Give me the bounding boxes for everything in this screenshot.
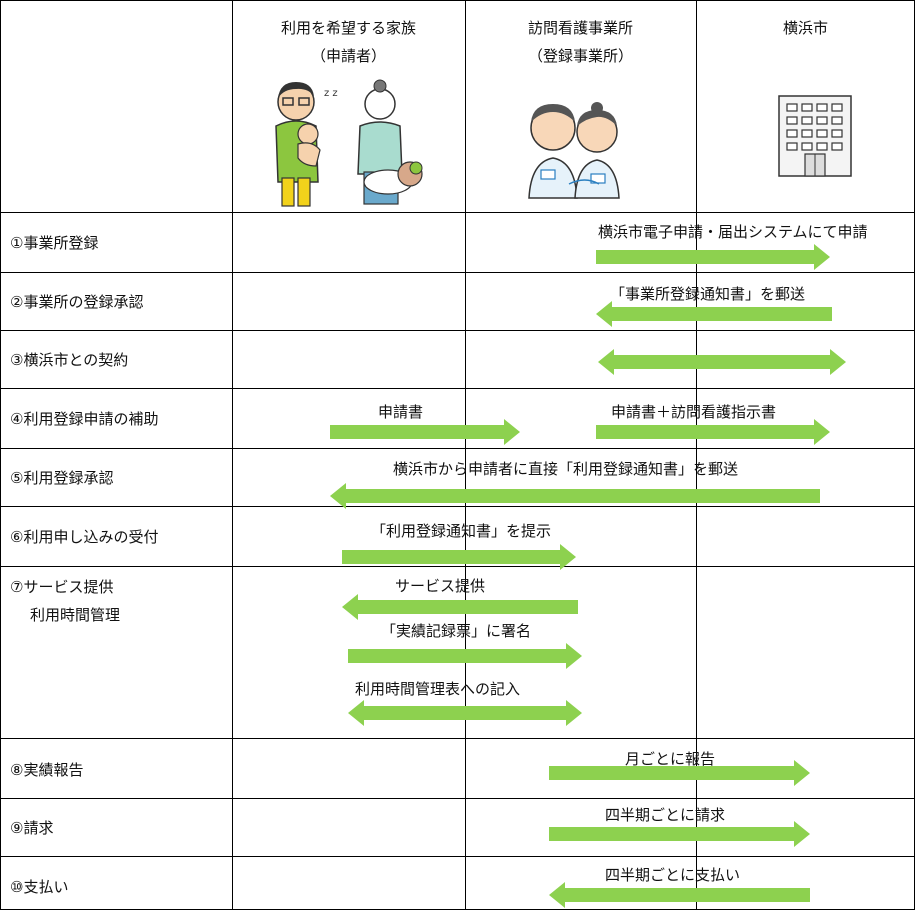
flow-arrow-right: [596, 244, 830, 270]
flow-arrow-left: [549, 882, 810, 908]
flow-arrow-left: [342, 594, 578, 620]
step-label: ⑨請求: [10, 819, 54, 837]
column-header-nursing-office: 訪問看護事業所 （登録事業所）: [465, 14, 696, 70]
flow-label: 「実績記録票」に署名: [381, 622, 532, 640]
step-label: ②事業所の登録承認: [10, 293, 144, 311]
flow-label: 申請書＋訪問看護指示書: [611, 403, 777, 421]
flow-label: 横浜市から申請者に直接「利用登録通知書」を郵送: [393, 460, 739, 478]
family-illustration-icon: z z: [275, 79, 423, 207]
svg-text:z z: z z: [324, 88, 338, 99]
flow-arrow-left: [330, 483, 820, 509]
column-title: 訪問看護事業所: [527, 19, 633, 37]
nurses-illustration-icon: [528, 102, 620, 199]
flow-arrow-right: [549, 760, 810, 786]
flow-label: 利用時間管理表への記入: [355, 680, 521, 698]
column-title: 利用を希望する家族: [280, 19, 416, 37]
column-header-family: 利用を希望する家族 （申請者）: [232, 14, 465, 70]
flow-label: 四半期ごとに支払い: [605, 866, 741, 884]
step-label: ⑤利用登録承認: [10, 469, 114, 487]
flow-arrow-right: [330, 419, 520, 445]
step-label: ⑩支払い: [10, 878, 69, 896]
flow-label: 四半期ごとに請求: [605, 806, 726, 824]
step-label: ⑧実績報告: [10, 761, 84, 779]
flow-arrow-left: [596, 301, 832, 327]
flow-arrow-both: [348, 700, 582, 726]
step-label: ⑦サービス提供: [10, 578, 114, 596]
flow-label: 横浜市電子申請・届出システムにて申請: [598, 223, 868, 241]
flow-label: 月ごとに報告: [625, 750, 716, 768]
flow-label: サービス提供: [395, 577, 486, 595]
column-header-city: 横浜市: [696, 14, 915, 42]
step-label: ⑥利用申し込みの受付: [10, 528, 159, 546]
flow-arrow-right: [348, 643, 582, 669]
flow-arrow-right: [596, 419, 830, 445]
flow-arrow-right: [549, 821, 810, 847]
step-label: ③横浜市との契約: [10, 351, 129, 369]
flow-label: 「利用登録通知書」を提示: [371, 522, 552, 540]
column-title: 横浜市: [782, 19, 828, 37]
column-subtitle: （登録事業所）: [527, 47, 633, 65]
city-hall-building-icon: [778, 95, 852, 177]
step-label: ④利用登録申請の補助: [10, 410, 159, 428]
flow-label: 「事業所登録通知書」を郵送: [610, 285, 806, 303]
column-subtitle: （申請者）: [310, 47, 386, 65]
flow-label: 申請書: [378, 403, 424, 421]
step-label-secondary: 利用時間管理: [30, 606, 121, 624]
flow-arrow-both: [598, 349, 846, 375]
flow-arrow-right: [342, 544, 576, 570]
step-label: ①事業所登録: [10, 234, 99, 252]
